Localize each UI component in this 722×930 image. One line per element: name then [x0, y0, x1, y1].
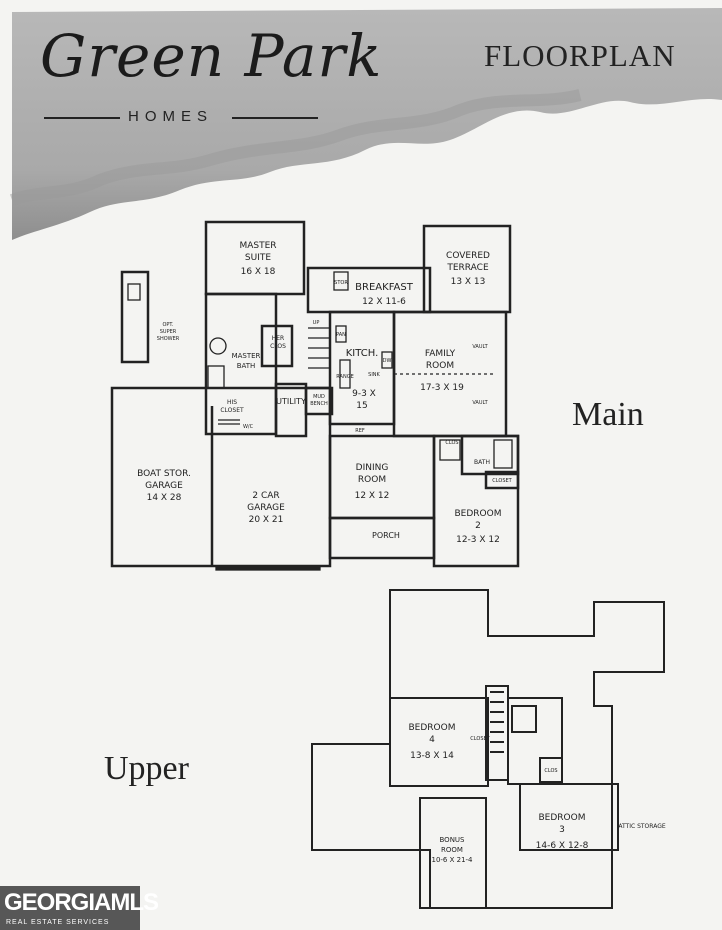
car-garage-label-2: GARAGE	[247, 503, 285, 513]
his-closet-label: HIS	[227, 399, 237, 406]
vault-label: VAULT	[472, 344, 488, 350]
dining-room-label-2: ROOM	[358, 475, 386, 485]
car-garage-dim: 20 X 21	[249, 515, 284, 525]
sink-label: SINK	[368, 372, 380, 378]
kitchen-dim: 9-3 X	[352, 389, 376, 399]
kitchen-dim-2: 15	[356, 401, 367, 411]
bedroom3-dim: 14-6 X 12-8	[536, 841, 589, 851]
covered-terrace-label: COVERED	[446, 251, 490, 261]
covered-terrace-dim: 13 X 13	[451, 277, 486, 287]
boat-garage-dim: 14 X 28	[147, 493, 182, 503]
bedroom4-num: 4	[429, 735, 435, 745]
opt-shower-label-3: SHOWER	[157, 336, 180, 342]
logo-homes: HOMES	[128, 108, 214, 125]
logo-rule-right	[232, 117, 318, 119]
dining-room-label: DINING	[356, 463, 389, 473]
master-suite-label-2: SUITE	[245, 253, 271, 263]
clos-label: CLOS	[445, 440, 458, 446]
utility-label: UTILITY	[276, 397, 306, 406]
dw-label: DW	[383, 358, 392, 364]
family-room-label: FAMILY	[425, 349, 456, 359]
bedroom3-label: BEDROOM	[539, 813, 586, 823]
main-floor-room-labels: MASTER SUITE 16 X 18 BREAKFAST 12 X 11-6…	[137, 241, 513, 545]
opt-shower-label-2: SUPER	[160, 329, 177, 335]
closet-label: CLOSET	[492, 478, 512, 484]
his-closet-label-2: CLOSET	[220, 407, 244, 414]
header-banner	[9, 8, 722, 240]
bonus-room-dim: 10-6 X 21-4	[431, 856, 473, 864]
ref-label: REF	[355, 428, 365, 434]
upper-floor-label: Upper	[104, 750, 189, 787]
breakfast-label: BREAKFAST	[355, 282, 414, 293]
bedroom3-num: 3	[559, 825, 565, 835]
watermark-brand: GEORGIAMLS	[4, 889, 159, 916]
bath-label: BATH	[474, 459, 490, 466]
stor-label: STOR	[334, 280, 348, 286]
bonus-room-label: BONUS	[440, 836, 466, 844]
master-bath-label-2: BATH	[237, 362, 256, 370]
attic-storage-label: ATTIC STORAGE	[618, 823, 666, 830]
range-label: RANGE	[336, 374, 353, 380]
georgia-mls-watermark: GEORGIAMLS REAL ESTATE SERVICES	[0, 886, 159, 930]
watermark-sub: REAL ESTATE SERVICES	[6, 919, 110, 926]
upper-clos-label: CLOS	[544, 768, 557, 774]
family-room-dim: 17-3 X 19	[420, 383, 464, 393]
family-room-label-2: ROOM	[426, 361, 454, 371]
main-floor-details	[112, 271, 513, 571]
porch-label: PORCH	[372, 531, 400, 540]
boat-garage-label: BOAT STOR.	[137, 469, 191, 479]
bedroom2-label: BEDROOM	[455, 509, 502, 519]
up-label: UP	[313, 320, 320, 326]
logo-script: Green Park	[40, 22, 383, 90]
bedroom4-label: BEDROOM	[409, 723, 456, 733]
her-closet-label-2: CLOS	[270, 343, 286, 350]
master-suite-label: MASTER	[239, 241, 276, 251]
pan-label: PAN	[336, 332, 346, 338]
bedroom2-dim: 12-3 X 12	[456, 535, 500, 545]
upper-floor-walls	[311, 589, 665, 909]
vault-label-2: VAULT	[472, 400, 488, 406]
bonus-room-label-2: ROOM	[441, 846, 463, 854]
opt-shower-label: OPT.	[162, 322, 173, 328]
boat-garage-label-2: GARAGE	[145, 481, 183, 491]
master-bath-label: MASTER	[232, 352, 261, 360]
main-floor-label: Main	[572, 396, 644, 433]
mud-bench-label-2: BENCH	[310, 401, 328, 407]
wic-label: W/C	[243, 424, 254, 430]
car-garage-label: 2 CAR	[252, 491, 279, 501]
page-title: FLOORPLAN	[484, 38, 676, 73]
mud-bench-label: MUD	[313, 394, 325, 400]
dining-room-dim: 12 X 12	[355, 491, 390, 501]
her-closet-label: HER	[272, 335, 284, 342]
main-floor-walls	[110, 220, 520, 568]
kitchen-label: KITCH.	[346, 348, 379, 359]
master-suite-dim: 16 X 18	[241, 267, 276, 277]
upper-floor-room-labels: BEDROOM 4 13-8 X 14 BEDROOM 3 14-6 X 12-…	[409, 723, 666, 864]
breakfast-dim: 12 X 11-6	[362, 297, 406, 307]
covered-terrace-label-2: TERRACE	[446, 263, 489, 273]
bedroom4-dim: 13-8 X 14	[410, 751, 454, 761]
logo-rule-left	[44, 117, 120, 119]
bedroom2-num: 2	[475, 521, 481, 531]
upper-closet-label: CLOSET	[470, 736, 490, 742]
